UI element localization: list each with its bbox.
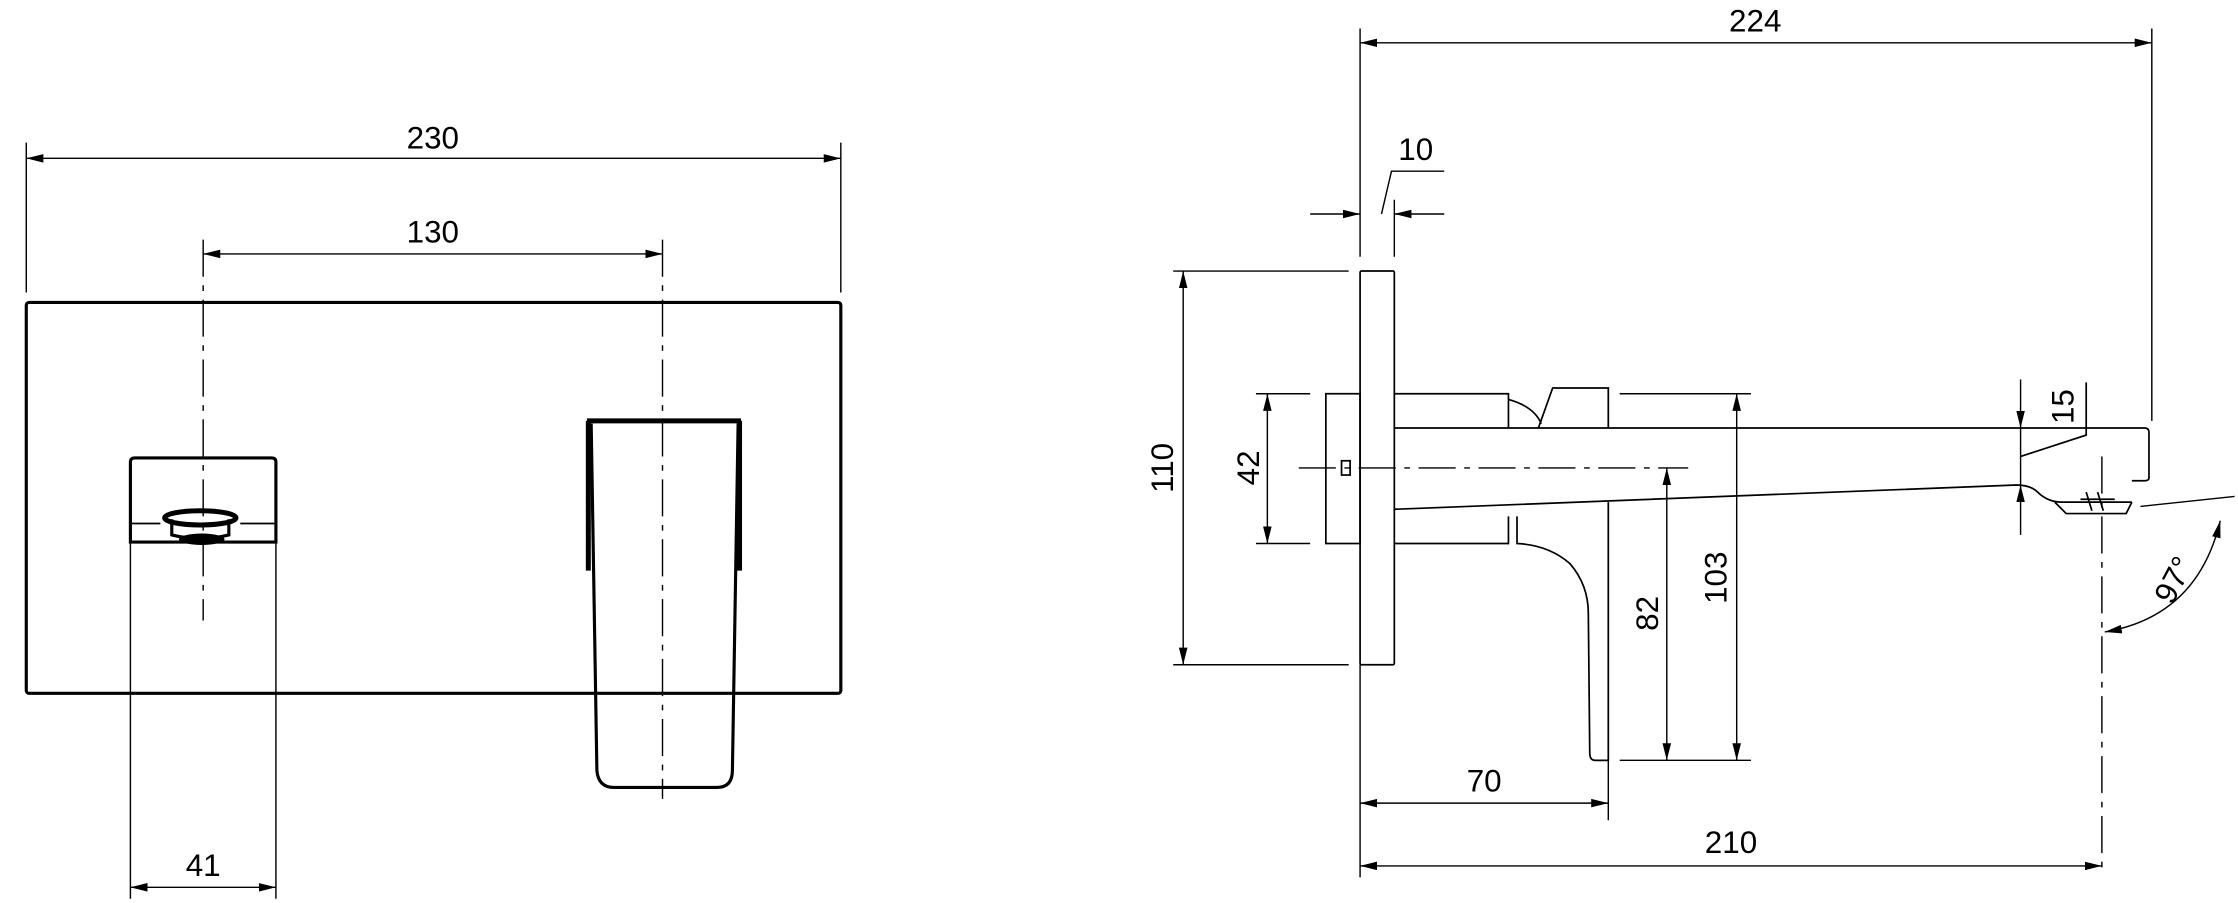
dimension-41-label: 41 bbox=[186, 848, 221, 883]
angle-97-arc bbox=[2104, 520, 2221, 634]
mixer-body-side bbox=[1340, 387, 1610, 762]
dimension-110-label: 110 bbox=[1145, 443, 1180, 493]
side-view: 224 10 110 42 bbox=[1145, 3, 2235, 878]
dimension-224-label: 224 bbox=[1729, 3, 1781, 38]
spout-side bbox=[1394, 382, 2150, 515]
dimension-15-label: 15 bbox=[2045, 389, 2080, 424]
dimension-10-label: 10 bbox=[1398, 132, 1433, 167]
wall-plate-front bbox=[24, 300, 843, 695]
dimension-103-label: 103 bbox=[1699, 552, 1734, 604]
dimension-210-label: 210 bbox=[1705, 825, 1757, 860]
dimension-230-label: 230 bbox=[407, 120, 459, 155]
dimension-42-label: 42 bbox=[1231, 450, 1266, 485]
dimension-70-label: 70 bbox=[1467, 764, 1502, 799]
mixer-handle-front bbox=[128, 456, 278, 545]
spout-front bbox=[585, 418, 743, 790]
angle-97-label: 97° bbox=[2147, 551, 2200, 609]
dimension-82-label: 82 bbox=[1630, 596, 1665, 631]
front-view: 230 130 41 bbox=[24, 120, 843, 899]
dimension-130-label: 130 bbox=[407, 215, 459, 250]
